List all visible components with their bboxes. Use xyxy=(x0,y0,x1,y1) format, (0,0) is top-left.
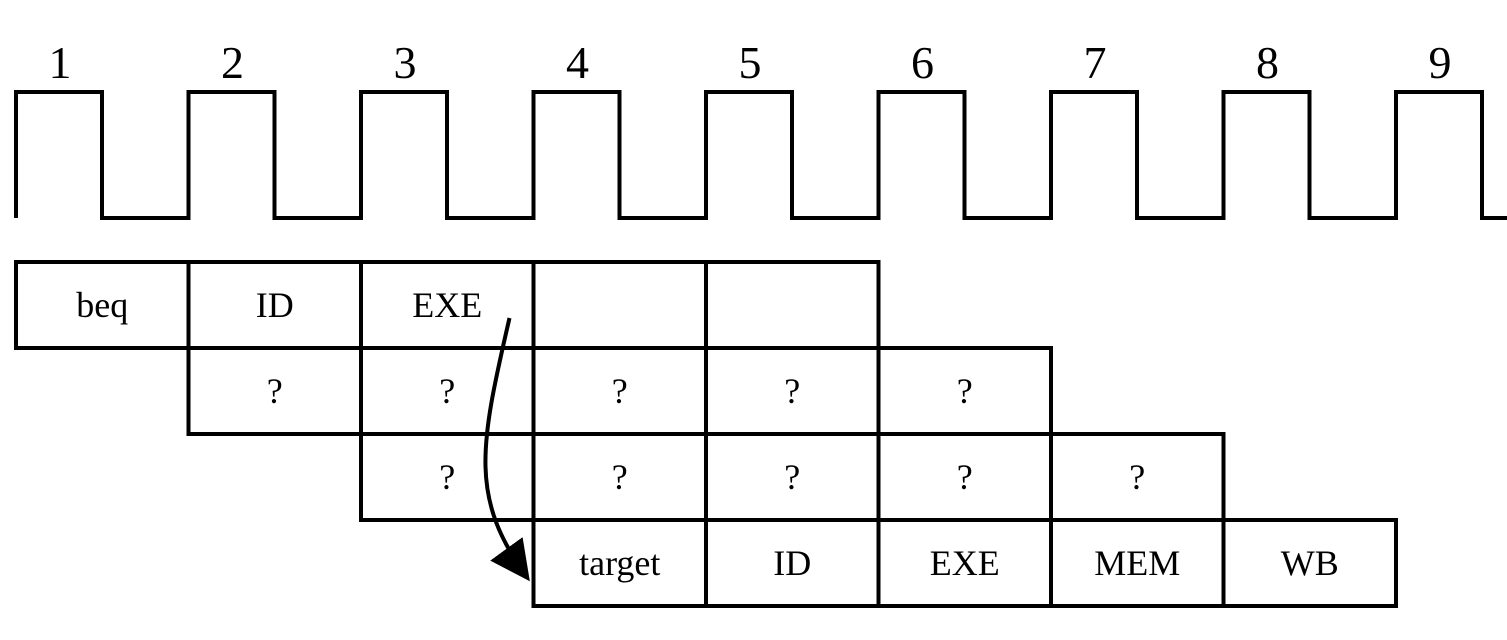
stage-label: ? xyxy=(612,371,628,411)
stage-label: ? xyxy=(784,457,800,497)
cycle-number-label: 4 xyxy=(566,37,589,88)
stage-label: WB xyxy=(1281,543,1339,583)
pipeline-row: beq ID EXE xyxy=(14,260,881,350)
stage-label: ? xyxy=(612,457,628,497)
stage-cell xyxy=(704,260,881,350)
stage-label: ? xyxy=(439,371,455,411)
cycle-number-label: 9 xyxy=(1429,37,1452,88)
cycle-number-label: 2 xyxy=(221,37,244,88)
cycle-number-label: 1 xyxy=(49,37,72,88)
stage-label: ? xyxy=(957,371,973,411)
stage-label: ID xyxy=(773,543,811,583)
stage-cell xyxy=(531,260,708,350)
stage-label: EXE xyxy=(412,285,482,325)
cycle-number-label: 7 xyxy=(1084,37,1107,88)
stage-label: ID xyxy=(256,285,294,325)
stage-label: ? xyxy=(439,457,455,497)
cycle-number-label: 6 xyxy=(911,37,934,88)
stage-label: ? xyxy=(784,371,800,411)
pipeline-row: target ID EXE MEM WB xyxy=(531,518,1398,608)
cycle-number-label: 8 xyxy=(1256,37,1279,88)
stage-label: EXE xyxy=(930,543,1000,583)
pipeline-row: ????? xyxy=(186,346,1053,436)
branch-target-arrow xyxy=(483,317,530,582)
stage-label: ? xyxy=(1129,457,1145,497)
stage-label: MEM xyxy=(1094,543,1180,583)
cycle-number-label: 3 xyxy=(394,37,417,88)
cycle-number-label: 5 xyxy=(739,37,762,88)
stage-label: ? xyxy=(267,371,283,411)
stage-label: target xyxy=(579,543,660,583)
clock-waveform xyxy=(14,90,1507,220)
stage-cell xyxy=(1221,518,1398,608)
stage-label: ? xyxy=(957,457,973,497)
stage-label: beq xyxy=(76,285,128,325)
pipeline-row: ????? xyxy=(359,432,1226,522)
clock-cycle-labels: 1 2 3 4 5 6 7 8 9 xyxy=(49,37,1452,88)
